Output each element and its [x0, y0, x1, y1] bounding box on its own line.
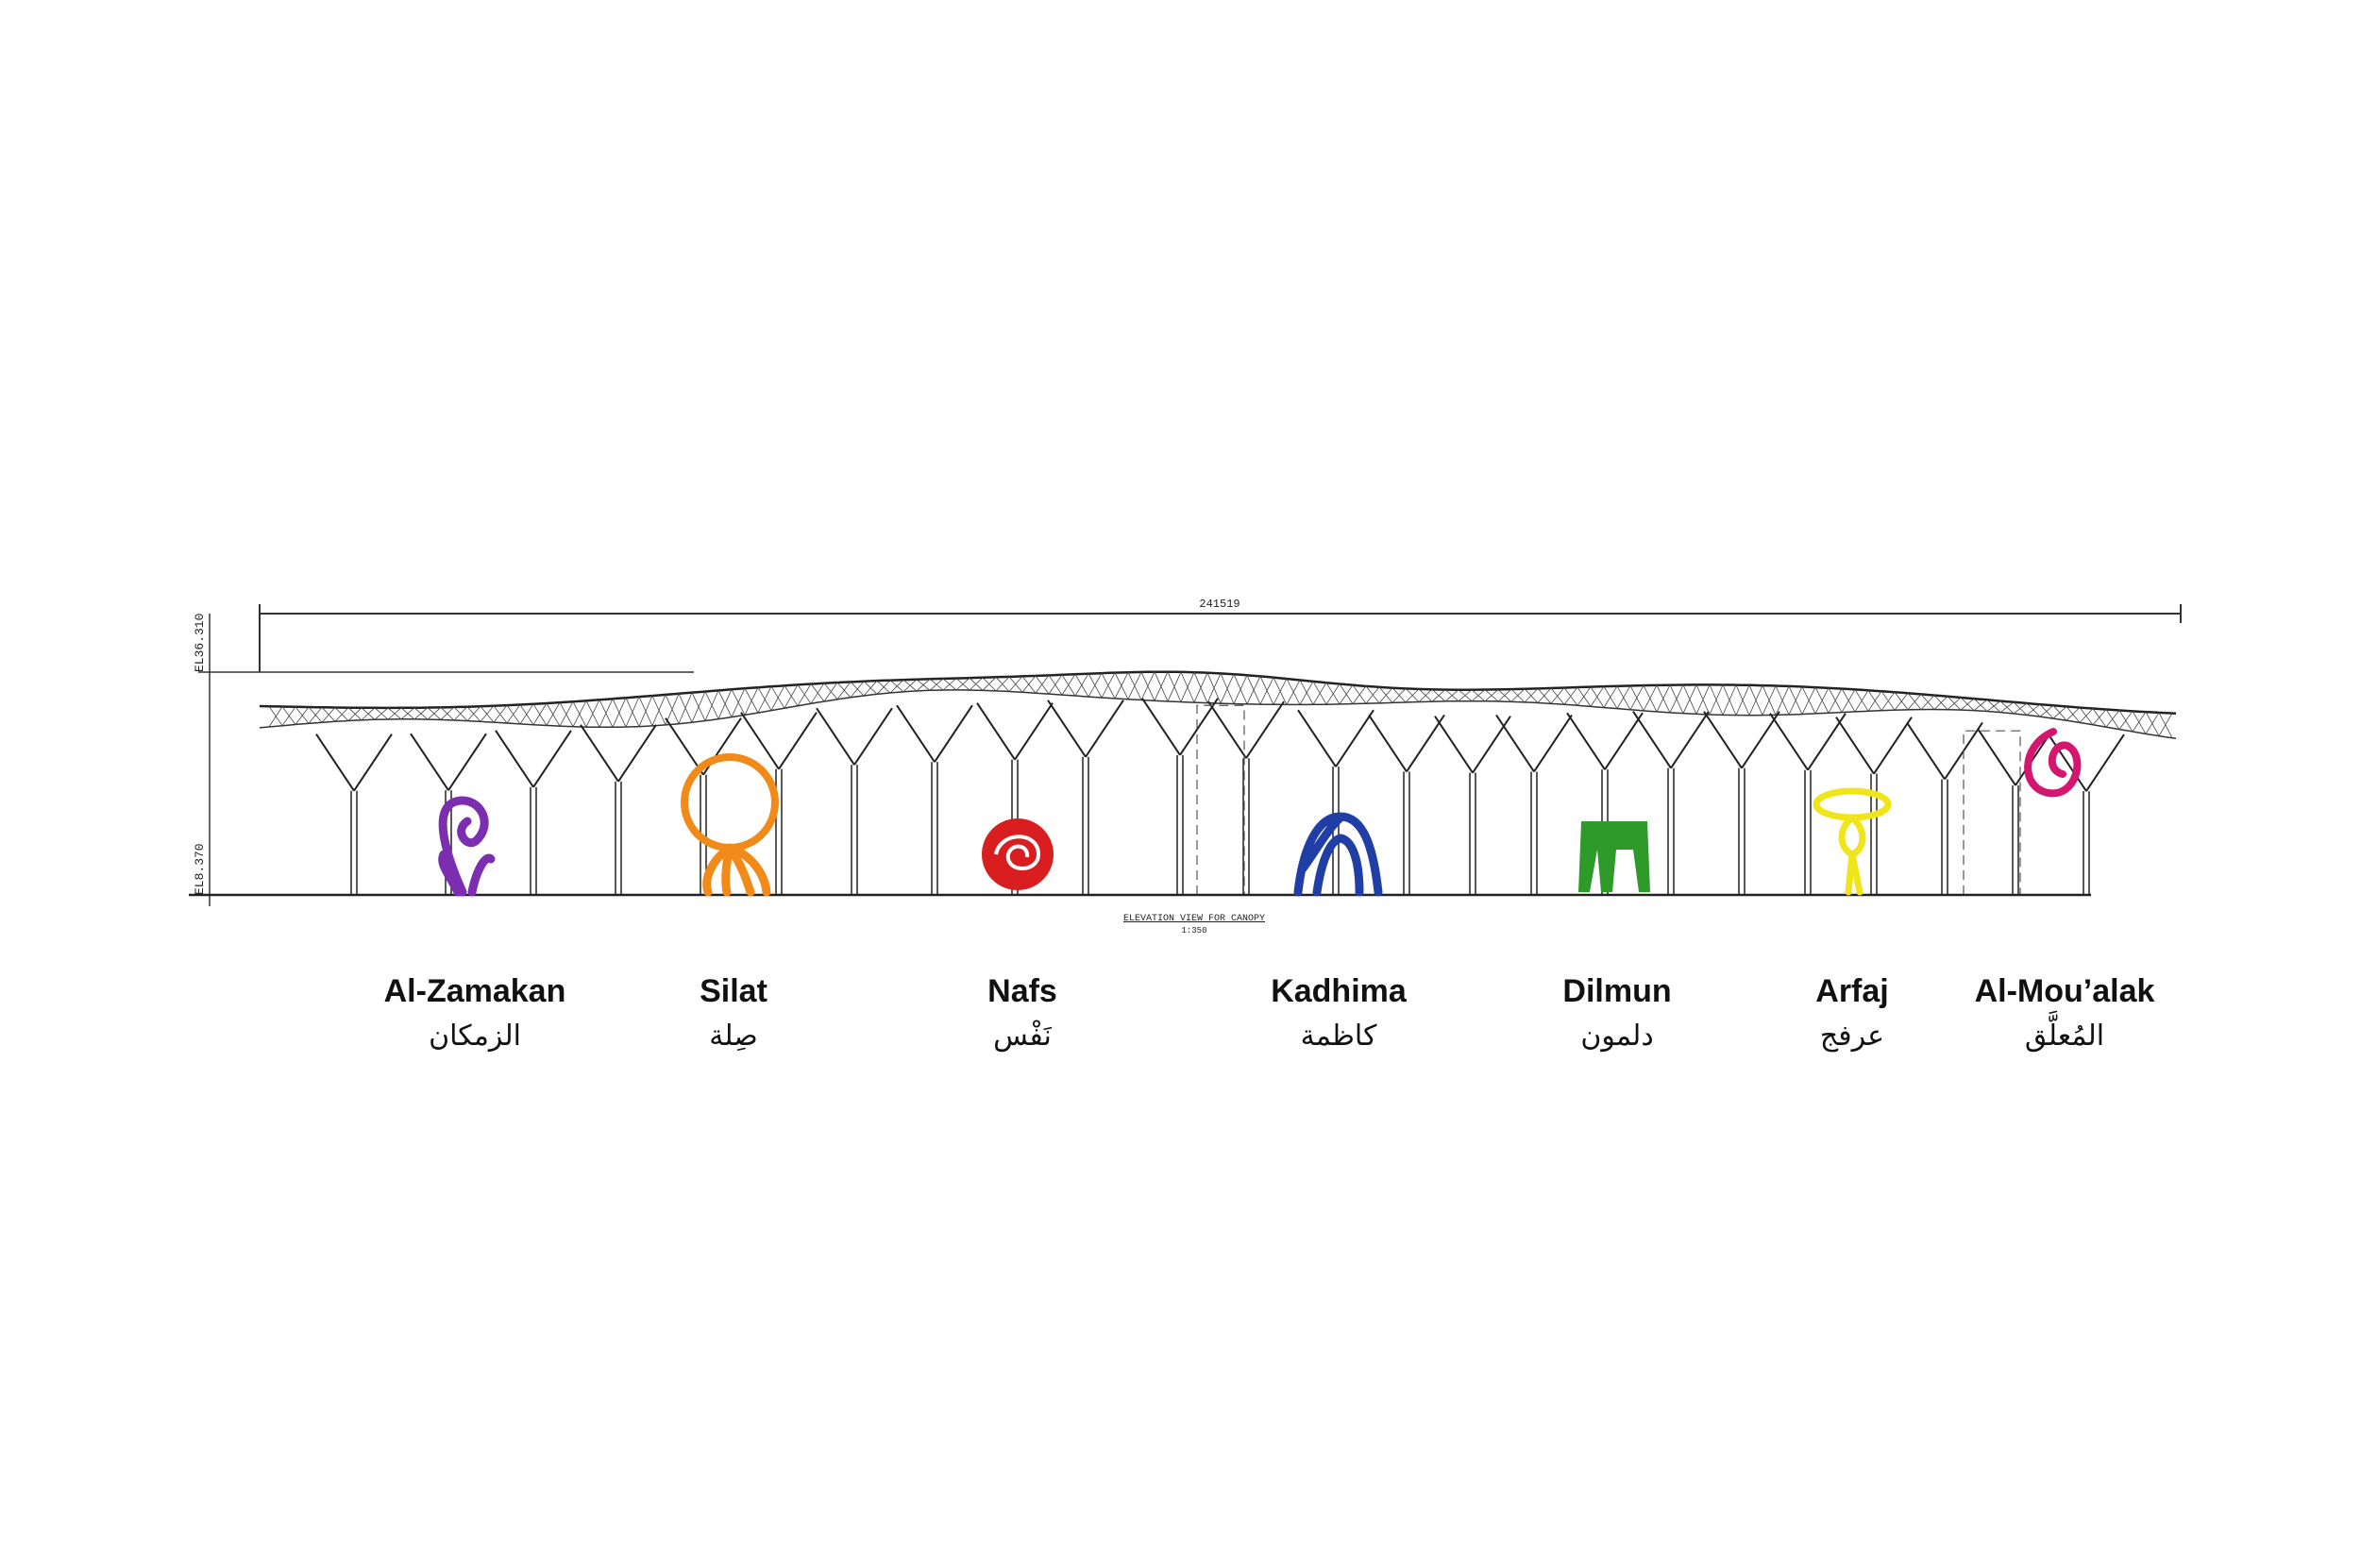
sculpture-label-silat: Silat صِلة	[564, 972, 903, 1057]
canopy-structure	[259, 670, 2177, 895]
sculpture-silat-legs	[702, 843, 771, 897]
column-branch	[1632, 711, 1710, 769]
sculpture-label-al-zamakan: Al-Zamakan الزمكان	[305, 972, 645, 1057]
column-branch	[1703, 711, 1780, 769]
sculpture-label-al-moualak: Al-Mou’alak المُعلَّق	[1895, 972, 2235, 1057]
view-scale: 1:350	[1181, 926, 1206, 936]
sculpture-arabic-name: عرفج	[1819, 1020, 1885, 1053]
sculpture-arabic-name: المُعلَّق	[2024, 1020, 2105, 1053]
sculpture-name: Al-Zamakan	[383, 973, 566, 1009]
sculpture-name: Arfaj	[1815, 973, 1889, 1009]
column-branch	[495, 730, 572, 788]
sculptures	[438, 728, 2082, 897]
roof-bottom-chord	[259, 689, 2177, 740]
dashed-opening	[1963, 730, 2021, 895]
column-branch	[1434, 716, 1511, 774]
elevation-bottom-label: EL8.370	[193, 843, 207, 895]
column-branch	[2048, 733, 2125, 792]
column-branch	[1566, 712, 1644, 770]
roof-lattice	[268, 671, 2173, 738]
sculpture-arabic-name: نَفْس	[993, 1020, 1052, 1053]
sculpture-label-dilmun: Dilmun دلمون	[1447, 972, 1787, 1057]
sculpture-nafs-detail	[994, 835, 1041, 870]
column-branch	[1368, 714, 1445, 772]
sculpture-label-nafs: Nafs نَفْس	[852, 972, 1192, 1057]
column-branch	[740, 712, 818, 770]
column-branch	[1297, 709, 1374, 767]
sculpture-al-zamakan	[438, 796, 496, 897]
column-branch	[1495, 714, 1573, 773]
sculpture-arabic-name: كاظمة	[1300, 1020, 1377, 1053]
dimension-value: 241519	[1199, 598, 1240, 611]
view-title: ELEVATION VIEW FOR CANOPY	[1123, 914, 1265, 924]
sculpture-al-moualak	[2024, 728, 2082, 798]
sculpture-label-arfaj: Arfaj عرفج	[1682, 972, 2022, 1057]
sculpture-label-kadhima: Kadhima كاظمة	[1169, 972, 1509, 1057]
sculpture-arfaj-body	[1838, 814, 1866, 896]
column-branch	[315, 733, 393, 792]
sculpture-dilmun	[1578, 821, 1650, 892]
sculpture-kadhima	[1293, 812, 1383, 897]
dashed-opening	[1196, 704, 1245, 895]
column-branch	[1141, 698, 1219, 756]
column-branch	[896, 704, 973, 763]
sculpture-name: Al-Mou’alak	[1974, 973, 2155, 1009]
sculpture-arabic-name: صِلة	[709, 1020, 758, 1053]
column-branch	[410, 733, 487, 791]
column-branch	[1769, 713, 1847, 771]
sculpture-name: Silat	[700, 973, 767, 1009]
sculpture-arabic-name: الزمكان	[429, 1020, 521, 1053]
sculpture-name: Dilmun	[1562, 973, 1672, 1009]
column-branch	[580, 724, 657, 783]
roof-top-chord	[259, 670, 2177, 715]
dimension-line	[259, 604, 2182, 672]
sculpture-nafs	[982, 818, 1054, 890]
sculpture-name: Kadhima	[1271, 973, 1407, 1009]
column-branch	[976, 702, 1054, 761]
elevation-top-label: EL36.310	[193, 614, 207, 672]
sculpture-name: Nafs	[987, 973, 1057, 1009]
column-branch	[1207, 700, 1285, 759]
column-branch	[1835, 717, 1913, 775]
sculpture-arabic-name: دلمون	[1580, 1020, 1654, 1053]
sculpture-silat-ring	[681, 753, 779, 851]
column-branch	[1047, 700, 1124, 758]
column-branch	[816, 707, 893, 766]
